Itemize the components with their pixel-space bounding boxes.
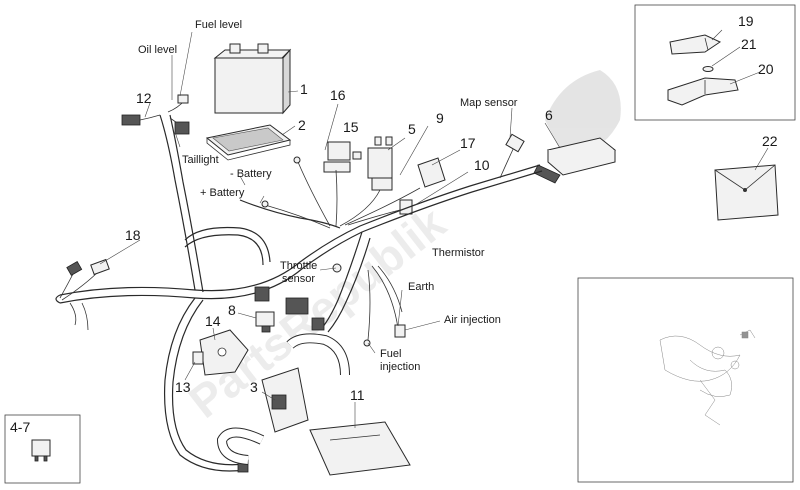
wiring-harness xyxy=(55,99,543,472)
gear-logo-icon xyxy=(545,70,621,152)
callout-8: 8 xyxy=(228,302,236,318)
callout-20: 20 xyxy=(758,61,774,77)
callout-2: 2 xyxy=(298,117,306,133)
part-1-battery xyxy=(213,43,292,115)
part-11-manual xyxy=(309,421,411,476)
part-14-bracket xyxy=(199,329,249,376)
part-20-bracket xyxy=(667,77,739,106)
hose-upper xyxy=(286,333,350,376)
callout-1: 1 xyxy=(300,81,308,97)
part-17-relay xyxy=(417,157,446,188)
part-5-relay xyxy=(367,136,393,191)
overview-sketch xyxy=(659,329,756,426)
callout-15: 15 xyxy=(343,119,359,135)
label-plus-battery: + Battery xyxy=(200,187,245,199)
label-air-injection: Air injection xyxy=(444,314,501,326)
callouts: 1 2 3 4-7 5 6 8 9 10 11 12 13 14 15 16 1… xyxy=(10,13,778,435)
label-minus-battery: - Battery xyxy=(230,168,272,180)
label-oil-level: Oil level xyxy=(138,44,177,56)
callout-21: 21 xyxy=(741,36,757,52)
label-throttle-sensor-line1: Throttle xyxy=(280,260,317,272)
label-fuel-injection-line2: injection xyxy=(380,361,420,373)
callout-9: 9 xyxy=(436,110,444,126)
label-map-sensor: Map sensor xyxy=(460,97,518,109)
callout-12: 12 xyxy=(136,90,152,106)
inset-box-19-21 xyxy=(634,4,796,121)
inset-box-4-7 xyxy=(4,414,81,484)
label-fuel-injection-line1: Fuel xyxy=(380,348,401,360)
callout-16: 16 xyxy=(330,87,346,103)
callout-11: 11 xyxy=(350,387,365,403)
callout-5: 5 xyxy=(408,121,416,137)
part-6-ecu xyxy=(533,137,617,184)
labels: Fuel level Oil level Taillight - Battery… xyxy=(138,19,518,373)
callout-10: 10 xyxy=(474,157,490,173)
connectors xyxy=(66,94,525,473)
label-fuel-level: Fuel level xyxy=(195,19,242,31)
part-19-clip xyxy=(669,34,722,55)
part-21-washer xyxy=(702,66,714,72)
callout-4-7: 4-7 xyxy=(10,419,30,435)
part-3-module xyxy=(261,367,309,433)
callout-17: 17 xyxy=(460,135,476,151)
fuse-icon xyxy=(31,439,51,462)
part-15-fuse-box xyxy=(323,141,362,173)
label-throttle-sensor-line2: sensor xyxy=(282,273,315,285)
part-2-battery-tray xyxy=(205,124,292,161)
callout-19: 19 xyxy=(738,13,754,29)
hose-lower xyxy=(216,427,265,465)
label-thermistor: Thermistor xyxy=(432,247,485,259)
callout-6: 6 xyxy=(545,107,553,123)
watermark: PartsRepublik xyxy=(179,70,621,428)
part-13-connector xyxy=(192,351,204,365)
part-22-toolbag xyxy=(714,164,779,221)
part-10-connector xyxy=(399,199,413,215)
callout-13: 13 xyxy=(175,379,191,395)
callout-14: 14 xyxy=(205,313,221,329)
callout-18: 18 xyxy=(125,227,141,243)
inset-box-overview xyxy=(577,277,794,483)
label-earth: Earth xyxy=(408,281,434,293)
label-taillight: Taillight xyxy=(182,154,219,166)
callout-22: 22 xyxy=(762,133,778,149)
leader-lines xyxy=(99,31,769,428)
callout-3: 3 xyxy=(250,379,258,395)
part-8-sensor xyxy=(255,311,275,333)
